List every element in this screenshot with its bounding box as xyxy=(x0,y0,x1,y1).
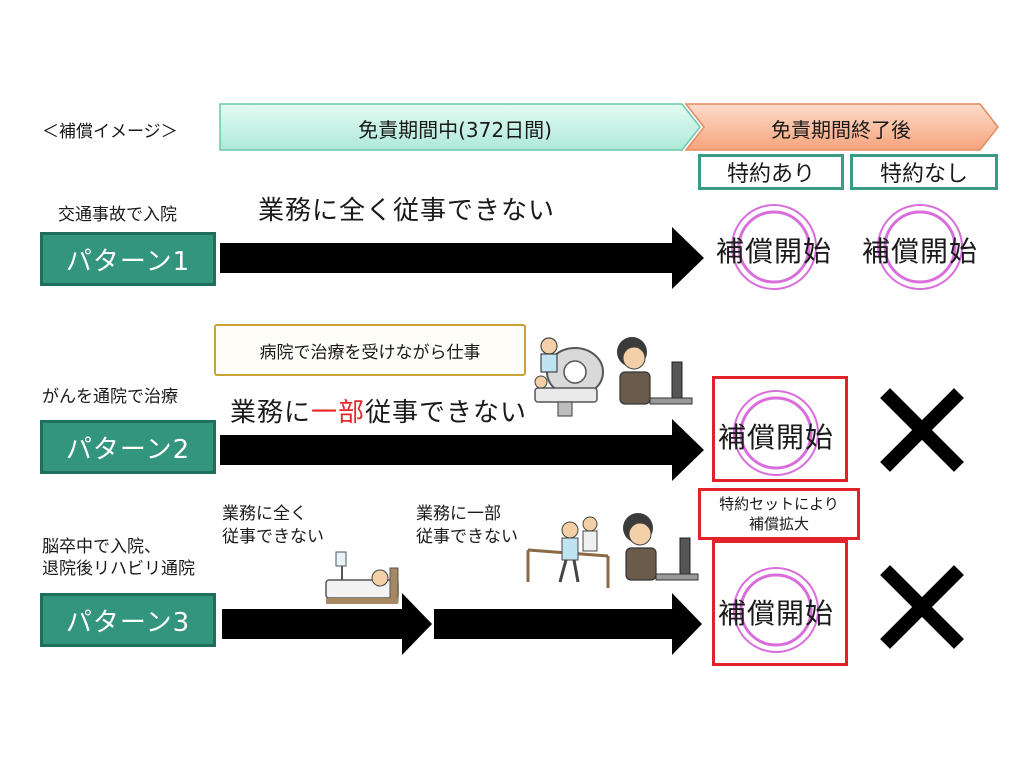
special-term-without: 特約なし xyxy=(850,154,998,190)
cross-icon xyxy=(880,565,964,649)
pattern2-work-status: 業務に一部従事できない xyxy=(230,392,527,429)
pattern1-without-special-result: 補償開始 xyxy=(862,235,979,268)
pattern3-phase1-arrow xyxy=(222,593,432,655)
situation-line: 退院後リハビリ通院 xyxy=(42,559,195,579)
pattern1-label: パターン1 xyxy=(40,232,216,286)
cross-icon xyxy=(880,388,964,472)
pattern3-expansion-note: 特約セットにより 補償拡大 xyxy=(698,488,860,540)
treatment-illustration xyxy=(534,337,604,417)
expansion-line: 補償拡大 xyxy=(748,515,809,533)
pattern2-timeline-arrow xyxy=(220,419,704,481)
pattern2-situation: がんを通院で治療 xyxy=(42,387,178,407)
highlight-circles xyxy=(731,204,963,653)
pattern3-highlight-box xyxy=(712,540,848,666)
office-worker-illustration xyxy=(617,337,693,405)
pattern2-label: パターン2 xyxy=(40,420,216,474)
status-line: 業務に一部 xyxy=(416,504,501,524)
work-status-emphasis: 一部 xyxy=(311,398,366,428)
phase-during-label: 免責期間中(372日間) xyxy=(358,118,552,142)
pattern1-with-special-result: 補償開始 xyxy=(716,235,833,268)
diagram-caption: ＜補償イメージ＞ xyxy=(42,122,178,142)
rehab-illustration xyxy=(526,516,610,588)
situation-line: 脳卒中で入院、 xyxy=(42,537,161,557)
pattern2-with-special-result: 補償開始 xyxy=(718,421,835,454)
pattern2-callout: 病院で治療を受けながら仕事 xyxy=(214,324,526,376)
office-worker-illustration xyxy=(623,513,699,581)
phase-after-arrow xyxy=(684,103,999,151)
pattern3-phase2-arrow xyxy=(434,593,702,655)
phase-after-label: 免責期間終了後 xyxy=(771,118,911,142)
pattern1-timeline-arrow xyxy=(220,227,704,289)
special-term-with: 特約あり xyxy=(698,154,844,190)
pattern1-situation: 交通事故で入院 xyxy=(58,205,177,225)
bed-patient-illustration xyxy=(325,551,399,604)
pattern3-with-special-result: 補償開始 xyxy=(718,597,835,630)
pattern3-situation: 脳卒中で入院、 退院後リハビリ通院 xyxy=(42,536,195,580)
pattern3-phase1-status: 業務に全く 従事できない xyxy=(222,503,324,549)
pattern2-highlight-box xyxy=(712,376,848,482)
pattern3-label: パターン3 xyxy=(40,593,216,647)
status-line: 業務に全く xyxy=(222,504,307,524)
phase-during-arrow xyxy=(219,103,701,151)
status-line: 従事できない xyxy=(416,527,518,547)
status-line: 従事できない xyxy=(222,527,324,547)
work-status-part: 業務に xyxy=(230,398,312,428)
pattern3-phase2-status: 業務に一部 従事できない xyxy=(416,503,518,549)
pattern1-work-status: 業務に全く従事できない xyxy=(258,196,556,226)
work-status-part: 従事できない xyxy=(365,398,528,428)
expansion-line: 特約セットにより xyxy=(719,495,839,513)
